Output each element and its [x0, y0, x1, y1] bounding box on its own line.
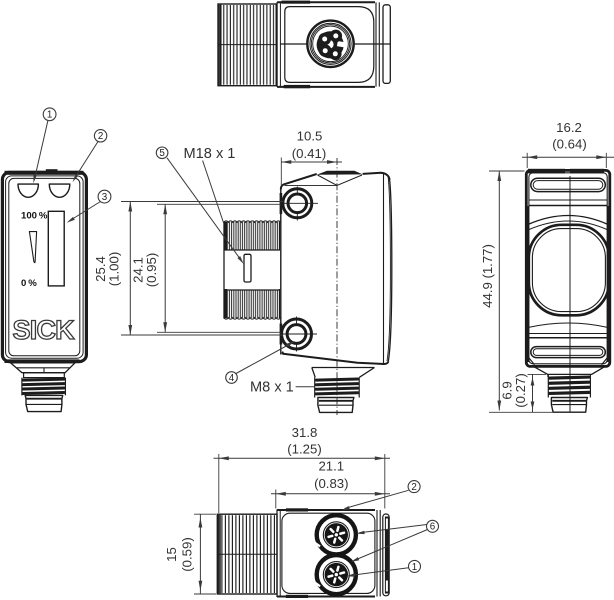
- svg-text:6: 6: [430, 522, 436, 533]
- svg-text:6.9: 6.9: [500, 381, 515, 399]
- svg-text:1: 1: [47, 110, 52, 121]
- svg-text:(0.59): (0.59): [180, 537, 195, 571]
- svg-text:(0.64): (0.64): [552, 137, 586, 152]
- svg-text:4: 4: [229, 373, 235, 384]
- svg-text:10.5: 10.5: [297, 129, 323, 144]
- svg-text:(0.41): (0.41): [292, 146, 326, 161]
- svg-text:0 %: 0 %: [21, 278, 37, 289]
- svg-text:25.4: 25.4: [93, 256, 108, 282]
- svg-text:44.9 (1.77): 44.9 (1.77): [480, 244, 495, 308]
- svg-text:5: 5: [159, 148, 165, 159]
- svg-text:31.8: 31.8: [292, 425, 318, 440]
- svg-text:3: 3: [102, 192, 108, 203]
- svg-text:16.2: 16.2: [556, 120, 582, 135]
- svg-text:24.1: 24.1: [130, 257, 145, 283]
- svg-text:(0.27): (0.27): [513, 373, 528, 407]
- svg-text:M8 x 1: M8 x 1: [250, 380, 294, 396]
- svg-text:(0.83): (0.83): [314, 476, 348, 491]
- svg-text:2: 2: [98, 131, 103, 142]
- svg-text:2: 2: [411, 482, 416, 493]
- svg-text:(0.95): (0.95): [144, 253, 159, 287]
- svg-text:1: 1: [412, 562, 417, 573]
- svg-text:100 %: 100 %: [21, 211, 48, 222]
- svg-text:(1.25): (1.25): [287, 442, 321, 457]
- svg-text:(1.00): (1.00): [107, 252, 122, 286]
- svg-text:M18 x 1: M18 x 1: [184, 146, 236, 162]
- svg-text:21.1: 21.1: [318, 458, 344, 473]
- svg-text:SICK: SICK: [13, 315, 76, 345]
- svg-text:15: 15: [164, 547, 179, 562]
